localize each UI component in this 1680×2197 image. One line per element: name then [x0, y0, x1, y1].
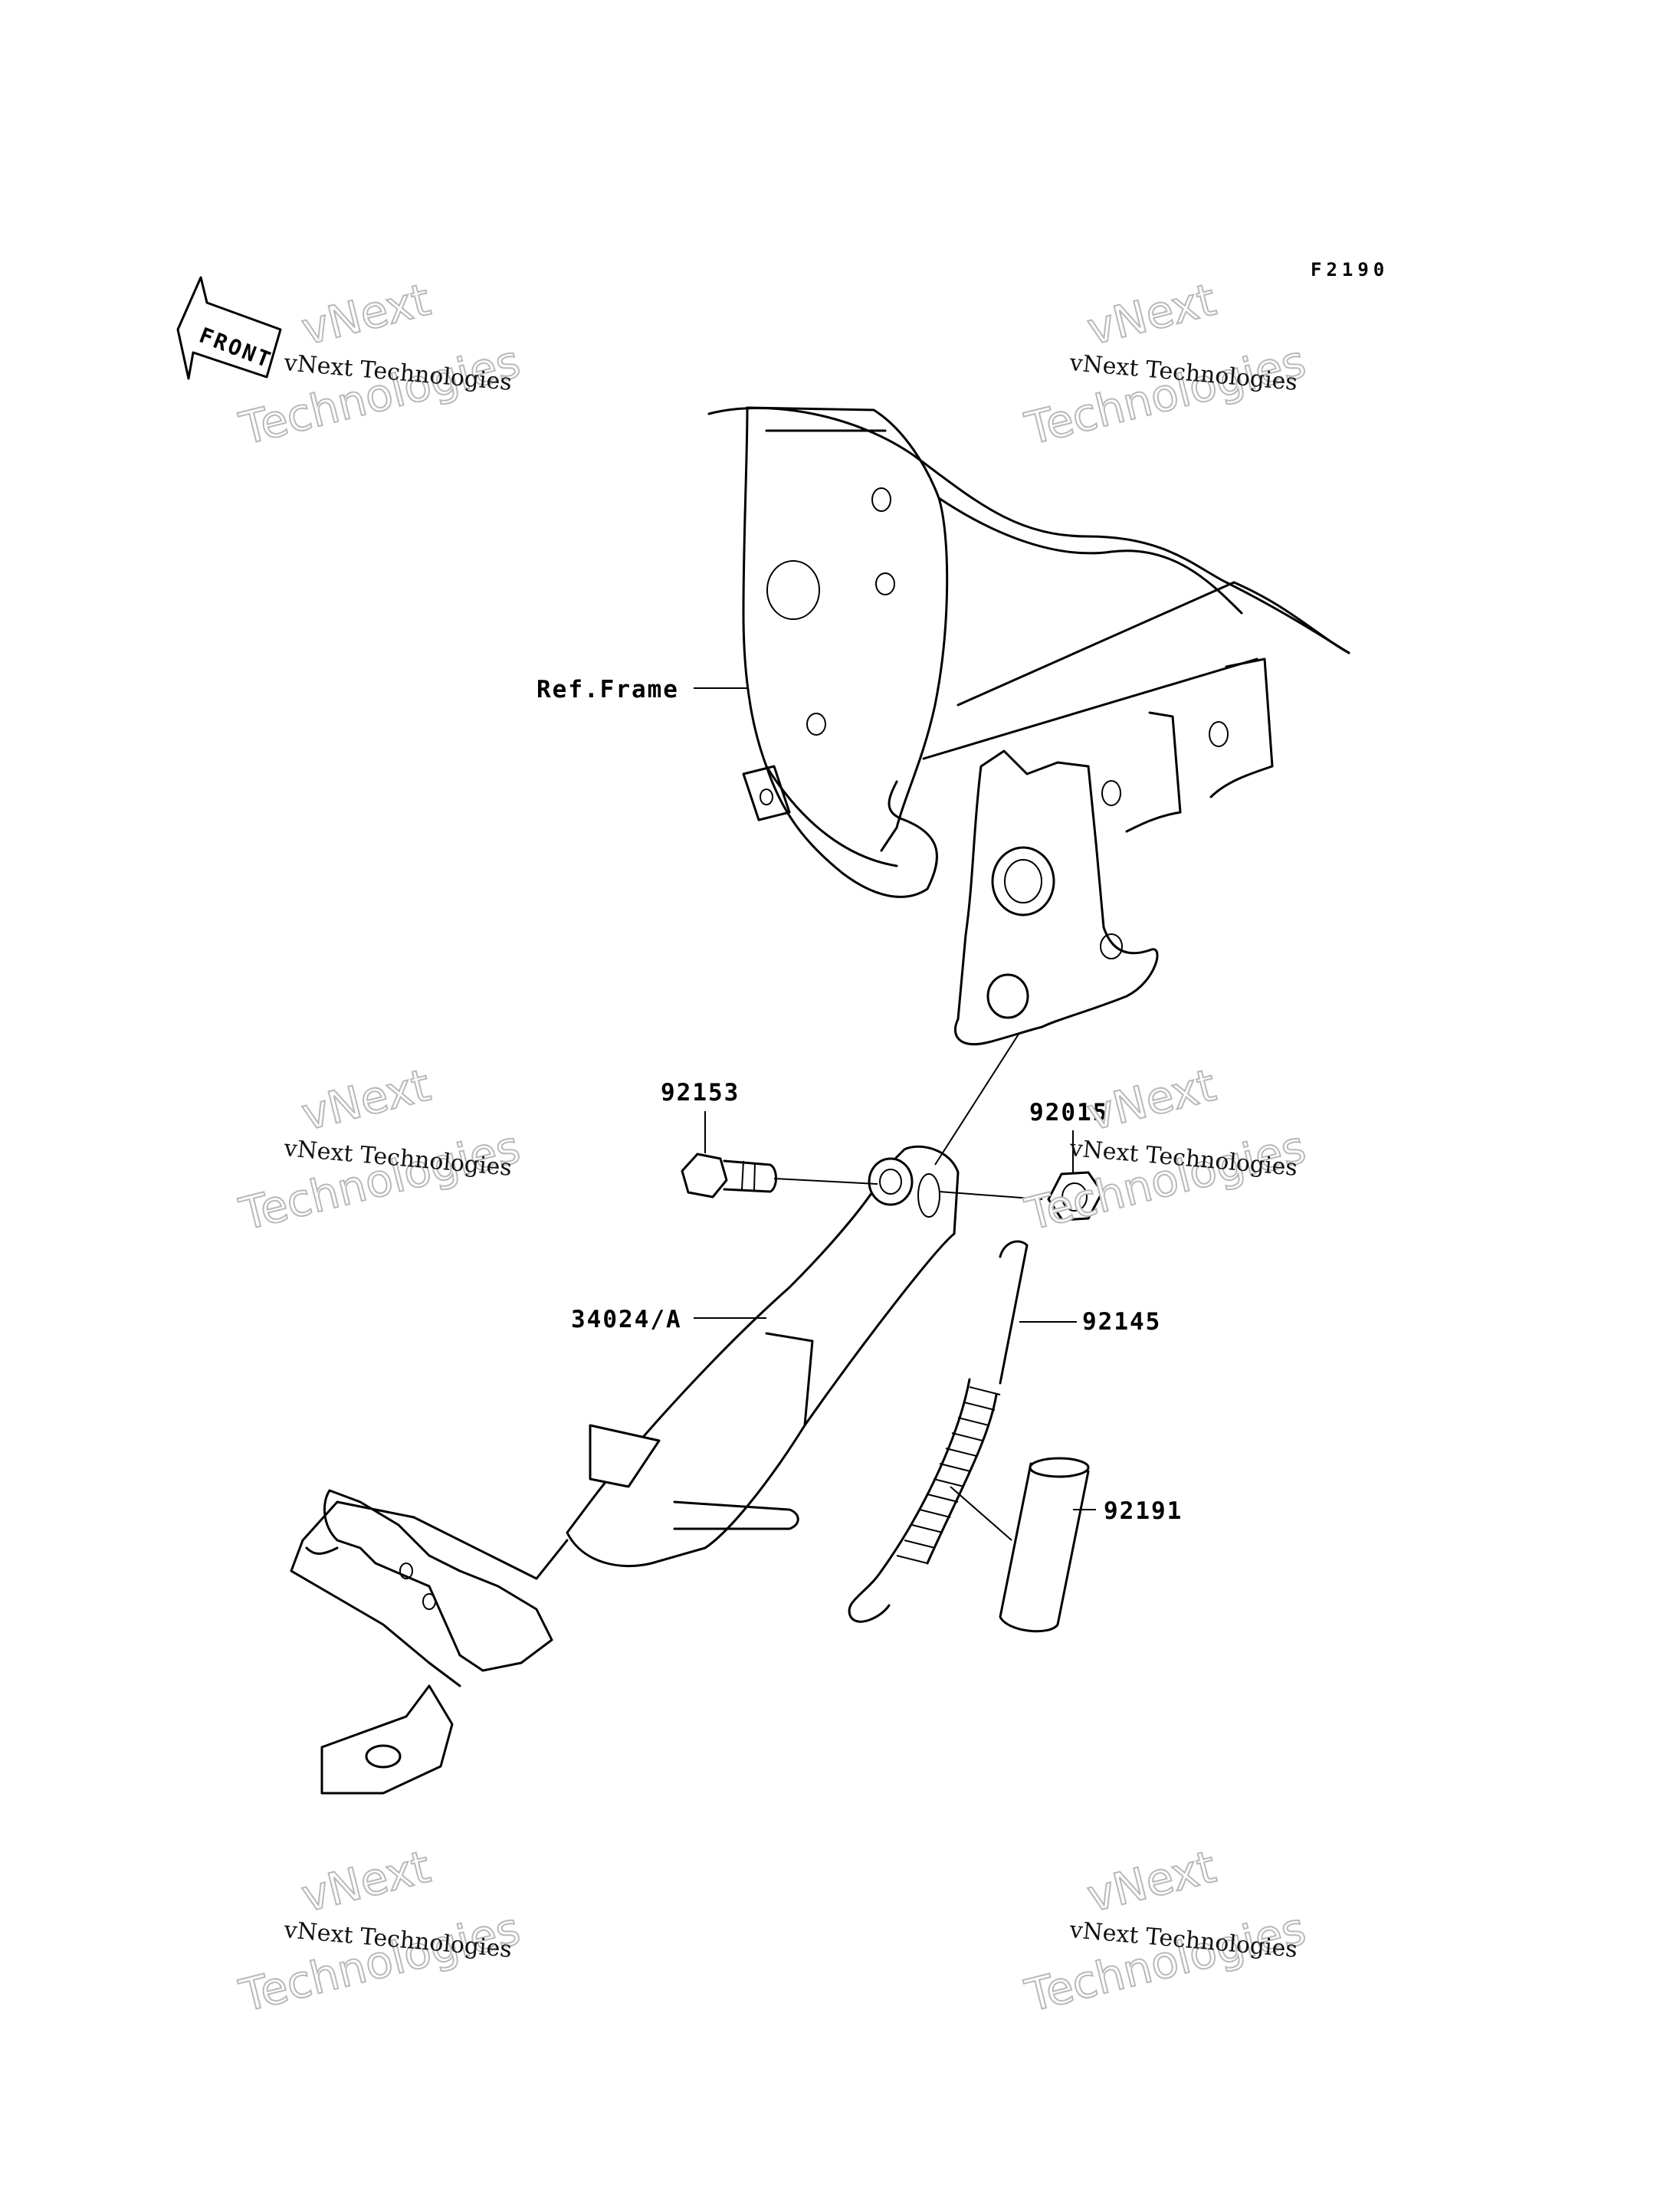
svg-text:Technologies: Technologies — [235, 1902, 525, 2022]
label-34024-a: 34024/A — [571, 1306, 682, 1333]
bolt-92153 — [681, 1153, 777, 1199]
watermark-middle-right: vNext Technologies vNext Technologies — [1019, 1058, 1311, 1241]
svg-text:Technologies: Technologies — [235, 1120, 525, 1240]
side-stand-34024 — [290, 1145, 960, 1795]
label-92015: 92015 — [1029, 1099, 1108, 1126]
watermark-bottom-right: vNext Technologies vNext Technologies — [1019, 1840, 1311, 2023]
label-92145: 92145 — [1082, 1308, 1161, 1336]
sleeve-92191 — [999, 1457, 1090, 1633]
label-92153: 92153 — [661, 1079, 740, 1107]
watermark-top-right: vNext Technologies vNext Technologies — [1019, 273, 1311, 456]
svg-text:Technologies: Technologies — [1020, 1120, 1311, 1240]
front-arrow-icon: FRONT — [176, 276, 282, 380]
svg-text:vNext: vNext — [1082, 1841, 1221, 1923]
watermark-bottom-left: vNext Technologies vNext Technologies — [234, 1840, 526, 2023]
diagram-code: F2190 — [1311, 259, 1389, 280]
label-ref-frame: Ref.Frame — [536, 676, 679, 703]
svg-text:vNext: vNext — [297, 1841, 435, 1923]
svg-text:vNext: vNext — [297, 1059, 435, 1141]
svg-text:Technologies: Technologies — [1020, 1902, 1311, 2022]
leader-lines — [694, 687, 1096, 1541]
frame-illustration — [707, 406, 1350, 1046]
nut-92015 — [1047, 1171, 1104, 1221]
svg-text:Technologies: Technologies — [235, 335, 525, 454]
watermark-top-left: vNext Technologies vNext Technologies — [234, 273, 526, 456]
svg-text:vNext: vNext — [1082, 1059, 1221, 1141]
svg-text:Technologies: Technologies — [1020, 335, 1311, 454]
svg-text:vNext: vNext — [1082, 274, 1221, 356]
spring-92145 — [848, 1240, 1029, 1623]
label-92191: 92191 — [1104, 1497, 1183, 1525]
svg-text:vNext: vNext — [297, 274, 435, 356]
watermark-middle-left: vNext Technologies vNext Technologies — [234, 1058, 526, 1241]
